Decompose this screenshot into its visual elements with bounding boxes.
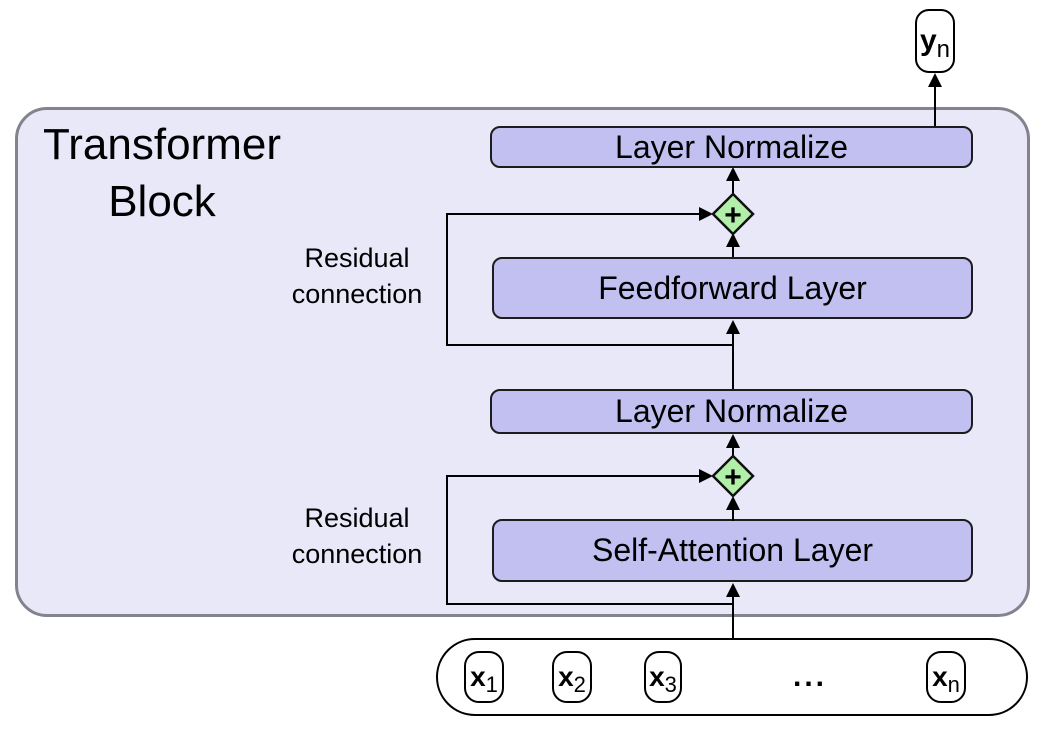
self-attention-layer-label: Self-Attention Layer (591, 532, 874, 568)
token-xn-subscript: n (947, 672, 960, 697)
residual-bottom-line2: connection (291, 539, 423, 569)
output-token-base: y (919, 24, 937, 57)
feedforward-layer-label: Feedforward Layer (598, 269, 867, 306)
token-x2-subscript: 2 (573, 672, 586, 697)
token-x3-base: x (649, 661, 665, 692)
self-attention-layer-box: Self-Attention Layer (492, 519, 973, 582)
token-x2-base: x (558, 661, 574, 692)
input-tokens-ellipsis: ... (792, 660, 827, 693)
token-x3-subscript: 3 (664, 672, 677, 697)
feedforward-layer-box: Feedforward Layer (492, 257, 973, 319)
token-x1-base: x (470, 661, 486, 692)
token-x1-subscript: 1 (485, 672, 498, 697)
residual-bottom-line1: Residual (304, 503, 410, 533)
layer-normalize-bottom-label: Layer Normalize (615, 393, 848, 429)
residual-connection-label-bottom: Residual connection (272, 500, 442, 572)
arrowhead-layer-normalize-to-output (928, 73, 942, 87)
diagram-title-line2: Block (108, 177, 216, 226)
layer-normalize-bottom-box: Layer Normalize (490, 389, 973, 434)
residual-top-line1: Residual (304, 243, 410, 273)
token-xn-base: x (932, 661, 948, 692)
layer-normalize-top-box: Layer Normalize (490, 126, 973, 168)
diagram-title-line1: Transformer (43, 120, 281, 169)
residual-top-line2: connection (291, 279, 423, 309)
layer-normalize-top-label: Layer Normalize (615, 128, 848, 165)
residual-connection-label-top: Residual connection (272, 240, 442, 312)
output-token-subscript: n (936, 36, 951, 63)
diagram-title: Transformer Block (22, 116, 302, 230)
